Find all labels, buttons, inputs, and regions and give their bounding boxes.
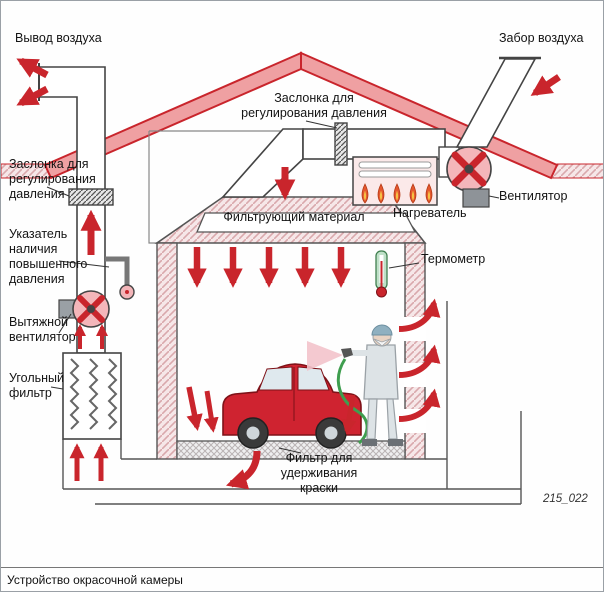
painter-illustration [307, 324, 403, 446]
label-thermometer: Термометр [421, 252, 486, 266]
painter-cap [371, 324, 393, 336]
arrow-wall-out [398, 388, 441, 422]
spray-cone [307, 341, 343, 371]
supply-fan-icon [446, 146, 492, 208]
painter-mask [373, 338, 391, 347]
caption-divider [1, 567, 603, 568]
label-filter-material: Фильтрующий материал [223, 210, 365, 224]
label-air-outlet: Вывод воздуха [15, 31, 102, 45]
arrow-wall-out [398, 344, 441, 378]
car-illustration [222, 363, 362, 449]
damper-left-icon [68, 188, 114, 206]
thermometer-icon [375, 250, 388, 298]
supply-duct [302, 128, 446, 160]
exhaust-fan-icon [58, 290, 110, 328]
leader-lines [46, 120, 500, 454]
painter-boot [362, 439, 377, 446]
arrow-wall-out [398, 298, 441, 332]
figure-number: 215_022 [543, 493, 588, 505]
label-pressure-indicator: Указатель наличия повышенного давления [9, 227, 88, 286]
interior-wall-lines [148, 130, 283, 244]
painter-leg [386, 398, 398, 440]
label-fan: Вентилятор [499, 189, 568, 203]
paint-filter-grate [176, 440, 406, 460]
hose [336, 358, 369, 445]
arrow-near-car [203, 390, 219, 433]
arrow-exhaust-out [16, 57, 49, 79]
eave-right [550, 163, 603, 179]
label-damper-left: Заслонка для регулирования давления [9, 157, 96, 201]
heater-icon [352, 156, 438, 206]
arrow-intake-in [530, 74, 561, 96]
pressure-indicator-icon [105, 256, 135, 300]
arrow-exhaust-out [16, 85, 49, 107]
label-paint-filter: Фильтр для удерживания краски [280, 451, 358, 495]
label-damper-top: Заслонка для регулирования давления [241, 91, 387, 120]
label-exhaust-fan: Вытяжной вентилятор [9, 315, 76, 344]
filter-material-band [196, 212, 417, 233]
plenum-lines [62, 301, 522, 505]
painter-leg [366, 398, 378, 440]
airflow-arrows [16, 57, 561, 490]
label-heater: Нагреватель [393, 206, 467, 220]
label-air-intake: Забор воздуха [499, 31, 584, 45]
arrow-floor-down [225, 450, 261, 490]
damper-top-icon [334, 122, 348, 166]
spray-gun [341, 348, 353, 358]
booth-wall-left [156, 242, 178, 460]
carbon-filter-icon [62, 352, 122, 440]
supply-chute [221, 128, 304, 198]
painter-boot [388, 439, 403, 446]
diagram-caption: Устройство окрасочной камеры [7, 573, 183, 587]
intake-duct [455, 58, 537, 148]
fan-motor-icon [462, 188, 490, 208]
label-carbon-filter: Угольный фильтр [9, 371, 65, 400]
arrow-near-car [341, 394, 357, 435]
arrow-near-car [186, 386, 203, 432]
